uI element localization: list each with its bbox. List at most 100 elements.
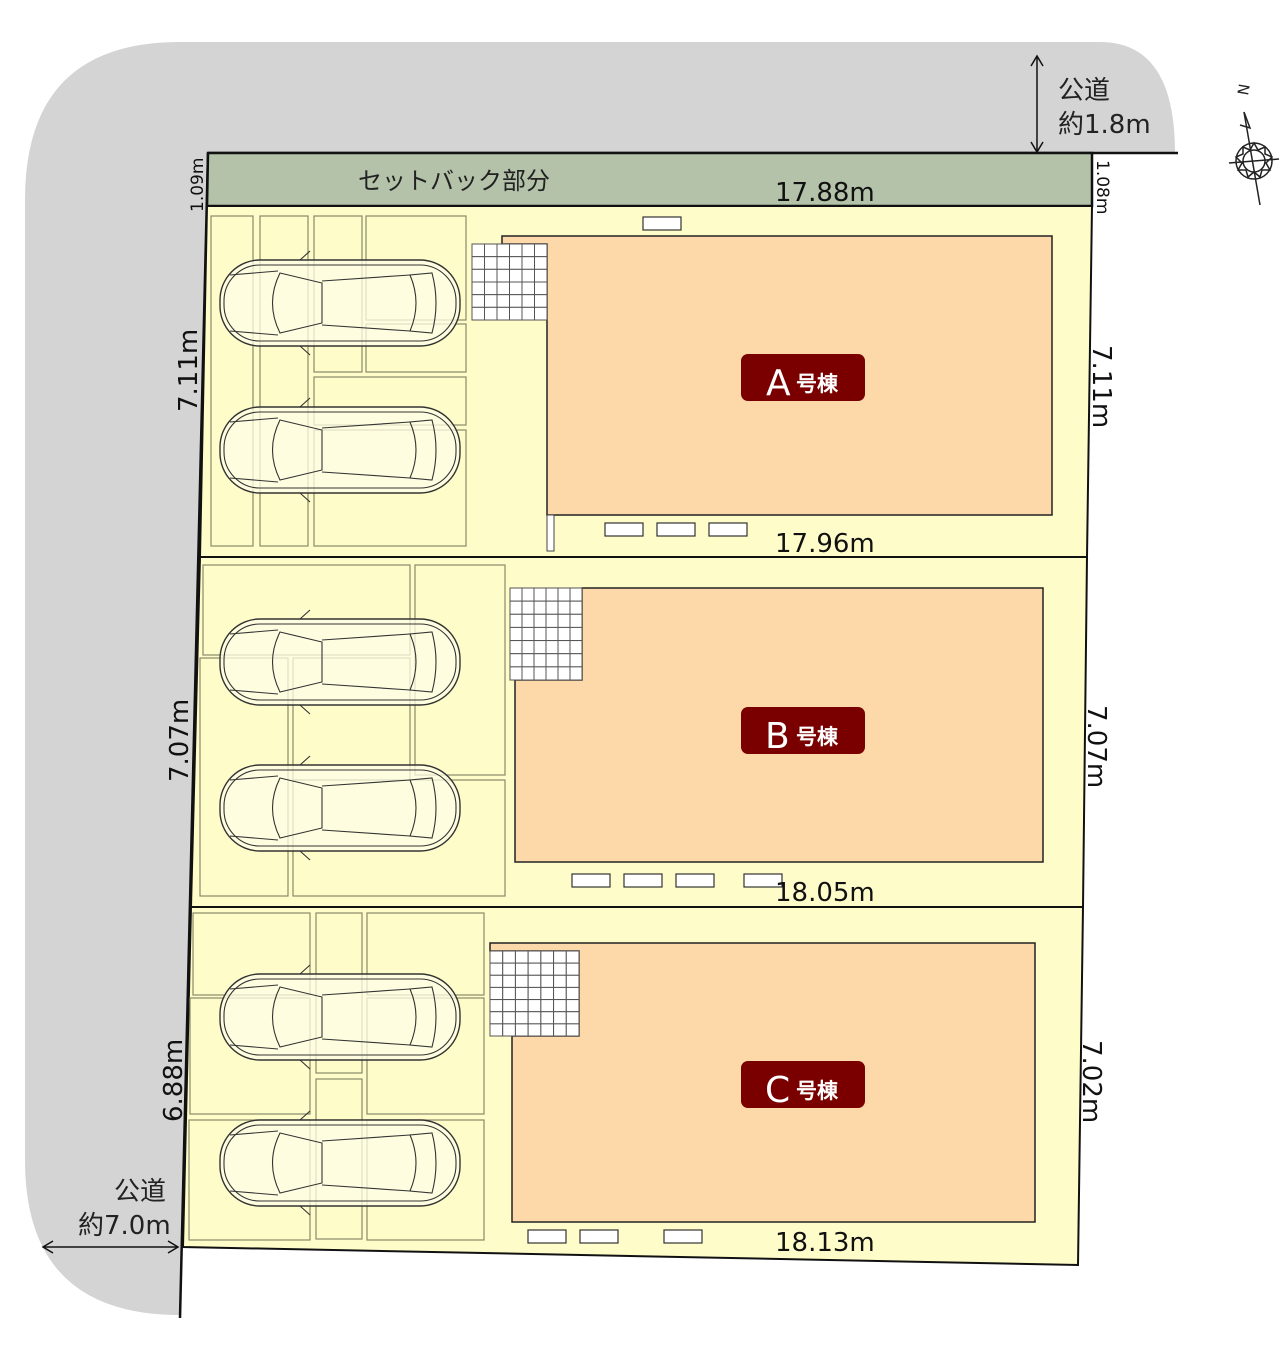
tile xyxy=(484,243,498,258)
tile xyxy=(496,306,510,321)
tile xyxy=(565,950,580,964)
tile xyxy=(545,626,559,642)
tile xyxy=(534,281,548,296)
tile xyxy=(521,256,535,270)
tile xyxy=(553,986,567,1001)
tile xyxy=(533,613,547,628)
dim-setback-left: 1.09m xyxy=(188,158,208,212)
dim-a-right: 7.11m xyxy=(1086,345,1116,428)
tile xyxy=(509,294,523,308)
tile xyxy=(540,1023,555,1037)
tile xyxy=(527,999,542,1013)
tile xyxy=(489,950,504,964)
tile xyxy=(569,626,583,642)
tile xyxy=(553,962,567,976)
tile xyxy=(533,600,547,615)
tile xyxy=(557,587,571,602)
tile xyxy=(509,268,523,283)
car-icon xyxy=(219,1110,461,1216)
car-icon xyxy=(219,755,461,861)
tile xyxy=(569,640,583,655)
tile xyxy=(484,294,498,308)
tile xyxy=(509,281,523,296)
tile xyxy=(509,587,523,602)
outdoor-unit xyxy=(527,1229,567,1244)
tile xyxy=(514,986,529,1001)
dim-setback-right: 1.08m xyxy=(1092,160,1112,214)
car-icon xyxy=(219,964,461,1070)
tile xyxy=(533,626,547,642)
tile xyxy=(545,613,559,628)
tile xyxy=(496,256,510,270)
tile xyxy=(514,974,529,988)
outdoor-unit xyxy=(623,873,663,888)
tile xyxy=(489,962,504,976)
setback-area xyxy=(205,151,1094,208)
tile xyxy=(471,281,485,296)
tile xyxy=(565,974,580,988)
tile xyxy=(471,268,485,283)
tile xyxy=(502,1023,516,1037)
tile xyxy=(553,950,567,964)
tile xyxy=(533,653,547,668)
building-suffix: 号棟 xyxy=(796,372,839,396)
building-letter: C xyxy=(765,1070,790,1111)
tile xyxy=(569,587,583,602)
tile xyxy=(484,281,498,296)
tile xyxy=(496,243,510,258)
tile xyxy=(484,268,498,283)
tile xyxy=(540,962,555,976)
tile xyxy=(527,950,542,964)
tile xyxy=(534,268,548,283)
tile xyxy=(514,1023,529,1037)
tile xyxy=(533,587,547,602)
dim-a-bottom: 17.96m xyxy=(775,529,875,559)
tile xyxy=(527,1011,542,1025)
porch-strip-a xyxy=(546,514,555,552)
building-letter: B xyxy=(765,716,790,757)
tile xyxy=(509,613,523,628)
road-west-label: 公道 xyxy=(114,1177,166,1207)
tile xyxy=(521,243,535,258)
road-north-label: 公道 xyxy=(1058,76,1110,106)
tile xyxy=(569,666,583,681)
tile xyxy=(569,653,583,668)
entrance-tiles-b xyxy=(509,587,583,681)
outdoor-unit xyxy=(743,873,783,888)
tile xyxy=(502,962,516,976)
tile xyxy=(489,999,504,1013)
tile xyxy=(496,281,510,296)
road-north-width: 約1.8m xyxy=(1058,110,1151,140)
tile xyxy=(557,666,571,681)
tile xyxy=(471,306,485,321)
dim-c-bottom: 18.13m xyxy=(775,1228,875,1258)
outdoor-units xyxy=(527,216,783,1244)
tile xyxy=(489,1011,504,1025)
tile xyxy=(569,613,583,628)
dim-top-width: 17.88m xyxy=(775,178,875,208)
tile xyxy=(502,950,516,964)
tile xyxy=(534,294,548,308)
outdoor-unit xyxy=(708,522,748,537)
tile xyxy=(521,281,535,296)
tile xyxy=(514,962,529,976)
tile xyxy=(557,640,571,655)
tile xyxy=(502,986,516,1001)
dim-c-right: 7.02m xyxy=(1076,1040,1106,1123)
tile xyxy=(545,666,559,681)
road-west-width-arrow xyxy=(41,1240,180,1254)
tile xyxy=(509,626,523,642)
tile xyxy=(569,600,583,615)
tile xyxy=(521,600,535,615)
tile xyxy=(509,640,523,655)
tile xyxy=(521,653,535,668)
building-label-c: C 号棟 xyxy=(741,1061,865,1111)
tile xyxy=(553,1011,567,1025)
tile xyxy=(521,306,535,321)
tile xyxy=(553,1023,567,1037)
tile xyxy=(565,986,580,1001)
tile xyxy=(565,999,580,1013)
tile xyxy=(540,986,555,1001)
tile xyxy=(565,1011,580,1025)
